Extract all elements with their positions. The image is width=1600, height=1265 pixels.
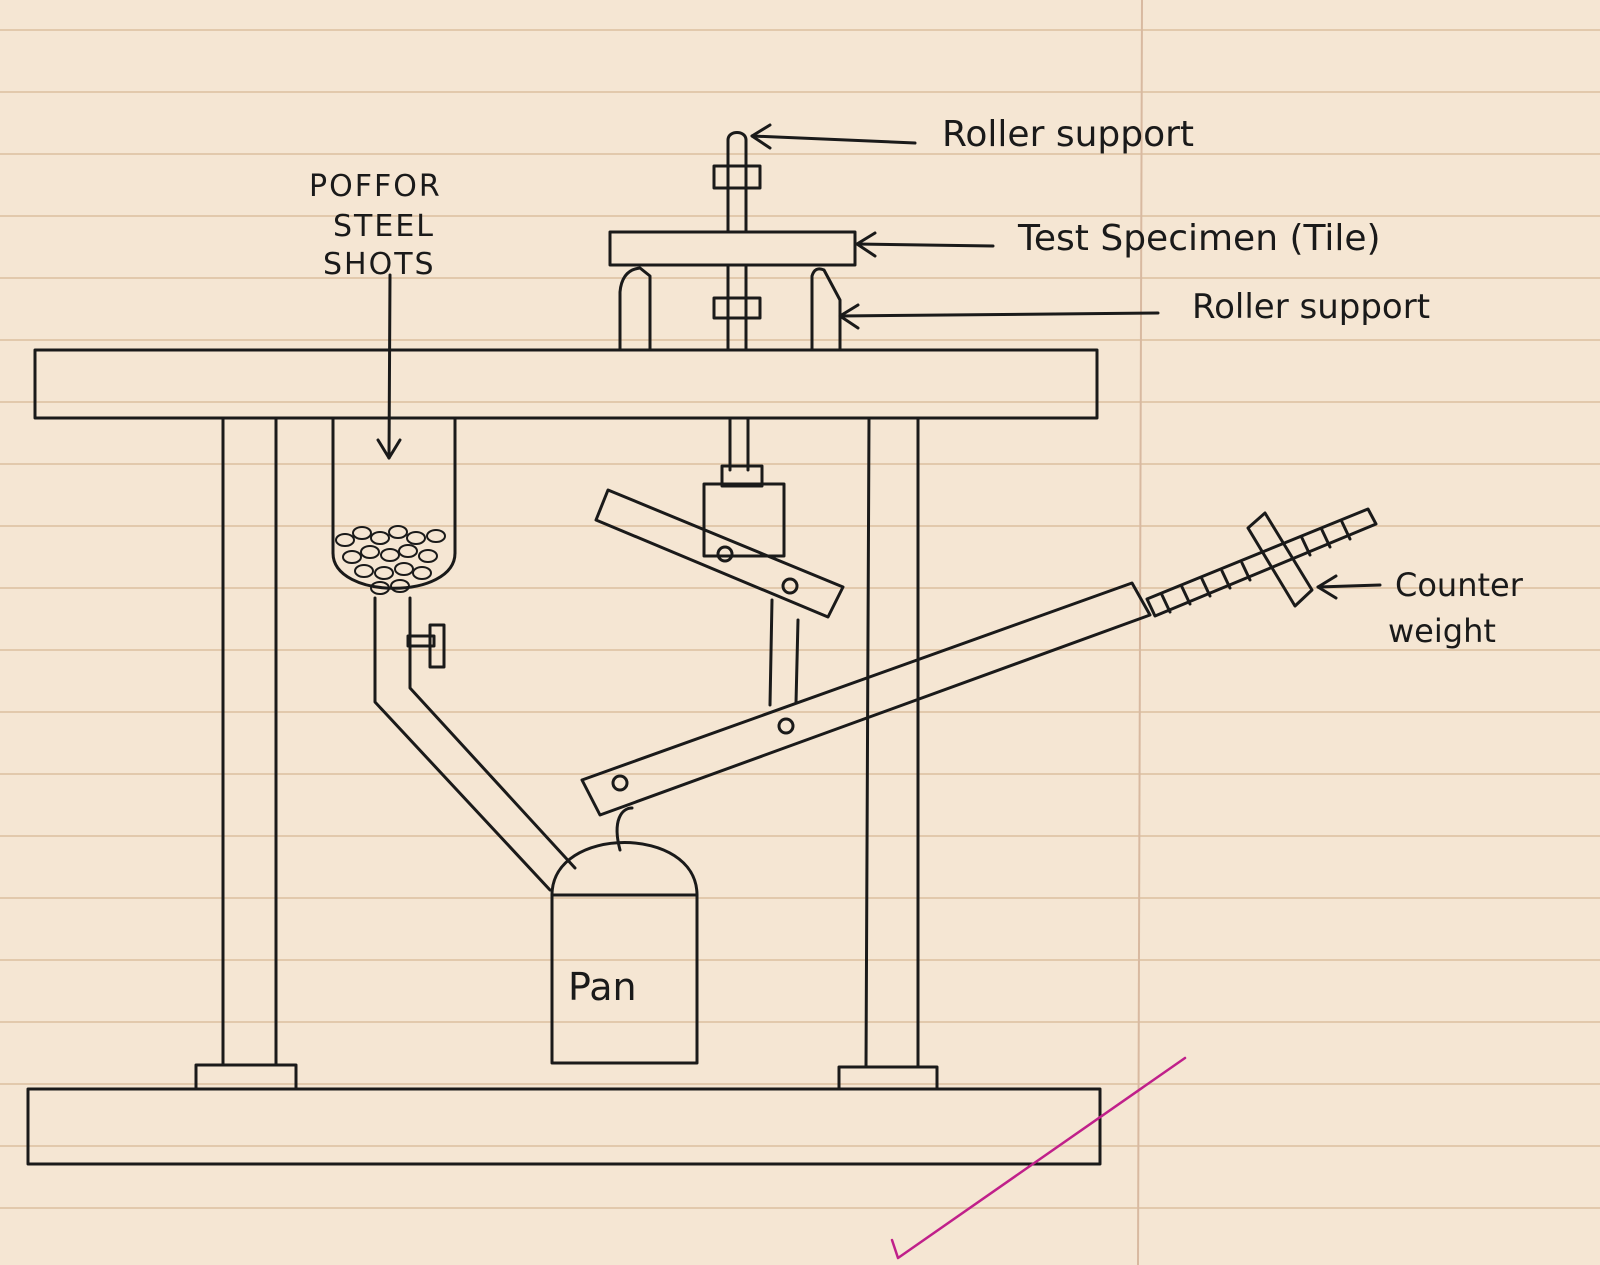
- arrow-steel-shots: [376, 273, 402, 460]
- central-rod: [702, 416, 800, 707]
- check-mark: [890, 1056, 1187, 1260]
- steel-shot-hopper: [331, 416, 457, 590]
- arrow-roller-support-side: [838, 303, 1160, 330]
- arrow-roller-support-top: [750, 123, 917, 150]
- bottom-roller-supports: [618, 266, 842, 352]
- label-test-specimen: Test Specimen (Tile): [1017, 218, 1381, 259]
- steel-shots: [335, 525, 446, 595]
- arrow-test-specimen: [855, 231, 995, 258]
- inclined-bracket: [594, 488, 845, 619]
- pan: [550, 806, 699, 1065]
- top-roller-support: [712, 131, 762, 234]
- arrow-counter-weight: [1316, 574, 1382, 600]
- label-hopper-line1: POFFOR: [309, 169, 442, 204]
- outlet-valve: [406, 623, 446, 669]
- label-counter-line2: weight: [1388, 612, 1496, 650]
- test-specimen-tile: [608, 230, 857, 267]
- notebook-ruling: [0, 29, 1600, 1209]
- top-platform: [33, 348, 1099, 420]
- loading-lever: [580, 581, 1152, 817]
- label-roller-support-side: Roller support: [1192, 287, 1430, 327]
- left-leg: [194, 416, 298, 1091]
- margin-rule: [1137, 0, 1143, 1265]
- center-spindle: [712, 263, 762, 352]
- label-hopper-line2: STEEL: [333, 209, 435, 244]
- counter-weight: [1246, 511, 1314, 608]
- base-plate: [26, 1087, 1102, 1166]
- label-hopper-line3: SHOTS: [323, 247, 436, 282]
- threaded-rod: [1145, 507, 1378, 618]
- right-leg: [837, 416, 939, 1091]
- label-pan: Pan: [568, 965, 637, 1009]
- label-counter-line1: Counter: [1395, 566, 1524, 604]
- feed-chute: [373, 596, 577, 892]
- label-roller-support-top: Roller support: [942, 114, 1194, 155]
